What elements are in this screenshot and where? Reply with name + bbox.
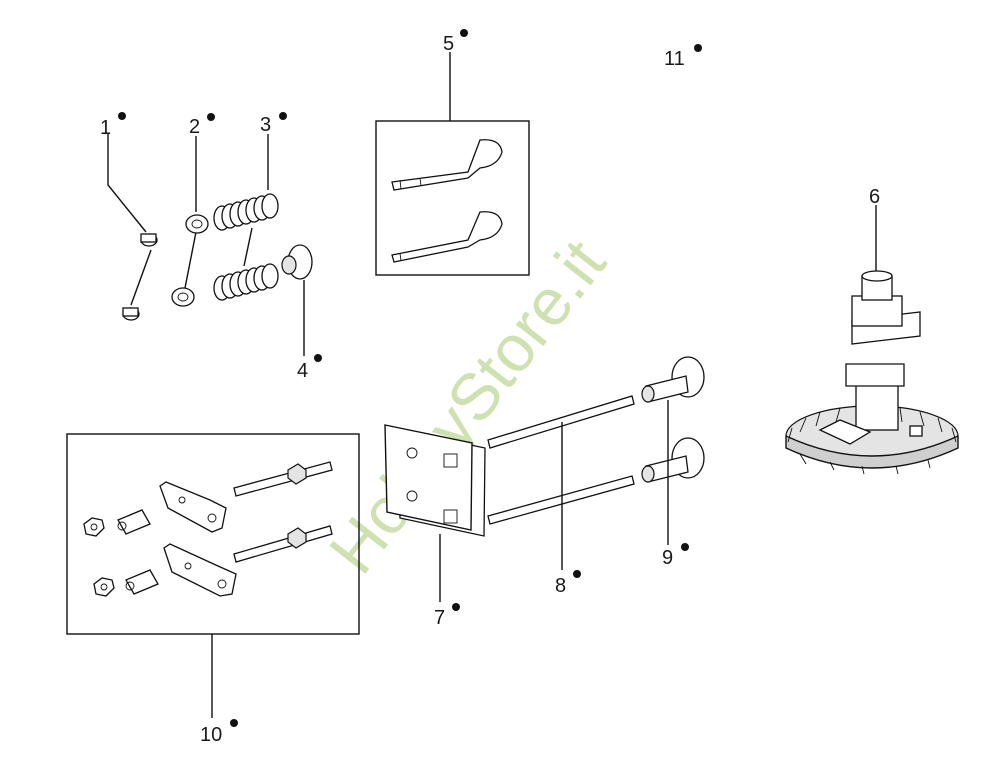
part-8-push-rods[interactable] [487,395,635,570]
callout-4[interactable]: 4 [297,360,308,382]
hex-nut-bottom [93,577,115,597]
callout-1[interactable]: 1 [100,117,111,139]
sleeve-nut-bottom [125,569,159,595]
callout-markers [118,29,702,727]
callout-2[interactable]: 2 [189,116,200,138]
callout-8[interactable]: 8 [555,575,566,597]
part-4-spring-seat[interactable] [281,244,313,356]
part-2-spring-retainers[interactable] [171,136,209,307]
rocker-arm-bottom [163,543,237,597]
callout-3[interactable]: 3 [260,114,271,136]
part-3-valve-springs[interactable] [213,134,279,301]
part-9-tappets[interactable] [641,356,705,545]
callout-10[interactable]: 10 [200,724,222,746]
rocker-stud-bottom [233,525,333,563]
part-6-camshaft[interactable] [785,205,959,475]
callout-5[interactable]: 5 [443,33,454,55]
part-7-guide-plate[interactable] [384,424,486,602]
sleeve-nut-top [117,509,151,535]
part-5-valves[interactable] [375,52,530,276]
callout-11[interactable]: 11 [664,48,685,70]
callout-7[interactable]: 7 [434,607,445,629]
rocker-stud-top [233,461,333,497]
callout-6[interactable]: 6 [869,186,880,208]
part-1-valve-keepers[interactable] [107,134,158,321]
callout-9[interactable]: 9 [662,547,673,569]
hex-nut-top [83,517,105,537]
part-10-rocker-kit[interactable] [66,433,360,718]
rocker-arm-top [159,481,227,533]
callout-labels: 1 2 3 4 5 6 7 8 9 10 11 [100,33,880,746]
